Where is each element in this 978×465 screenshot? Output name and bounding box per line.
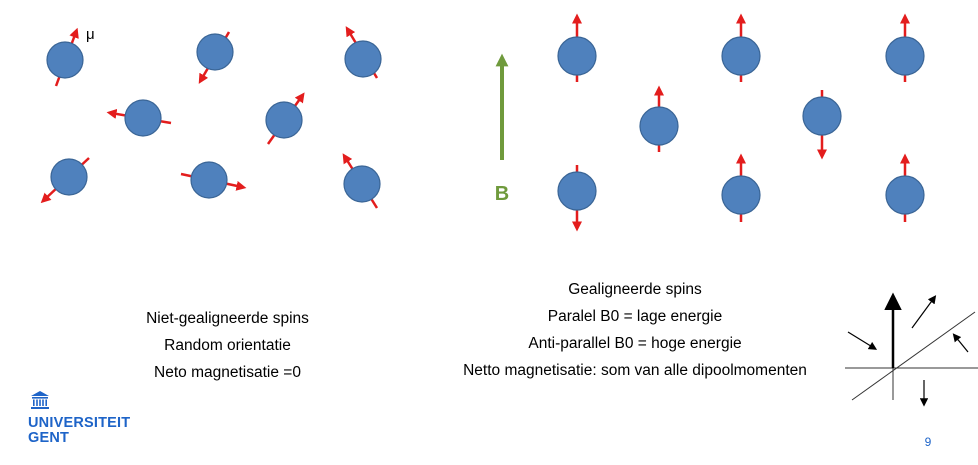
spin [40,157,90,204]
caption-unaligned: Niet-gealigneerde spins Random orientati… [90,305,365,386]
logo-line: GENT [28,430,70,446]
caption-line: Neto magnetisatie =0 [154,364,301,381]
spin-antiparallel [802,90,842,160]
logo-line: UNIVERSITEIT [28,415,131,431]
spin [342,153,381,209]
spin-parallel [721,13,761,82]
aligned-spins [557,13,925,232]
spin-parallel [885,153,925,222]
caption-line: Netto magnetisatie: som van alle dipoolm… [463,362,807,379]
unaligned-spins: μ [40,26,382,209]
mu-label: μ [86,26,95,43]
caption-aligned: Gealigneerde spins Paralel B0 = lage ene… [420,276,850,384]
spin-parallel [721,153,761,222]
building-icon [31,391,49,409]
page-number: 9 [924,435,932,449]
spin [106,99,172,137]
spin-parallel [885,13,925,82]
logo-text: UNIVERSITEIT GENT [28,416,130,446]
caption-line: Gealigneerde spins [568,281,702,298]
caption-line: Niet-gealigneerde spins [146,310,309,327]
spin-antiparallel [557,165,597,232]
spin [180,161,247,199]
university-logo: UNIVERSITEIT GENT [28,386,138,456]
spin-parallel [639,85,679,152]
spin [46,27,84,87]
caption-line: Paralel B0 = lage energie [547,308,723,325]
vector-sum-inset [845,292,978,407]
spin [344,26,382,79]
caption-line: Anti-parallel B0 = hoge energie [528,335,742,352]
field-label: B [495,183,509,205]
magnetic-field-arrow: B [495,53,509,205]
spin-parallel [557,13,597,82]
caption-line: Random orientatie [164,337,291,354]
spin [265,92,305,145]
spin [196,31,234,84]
